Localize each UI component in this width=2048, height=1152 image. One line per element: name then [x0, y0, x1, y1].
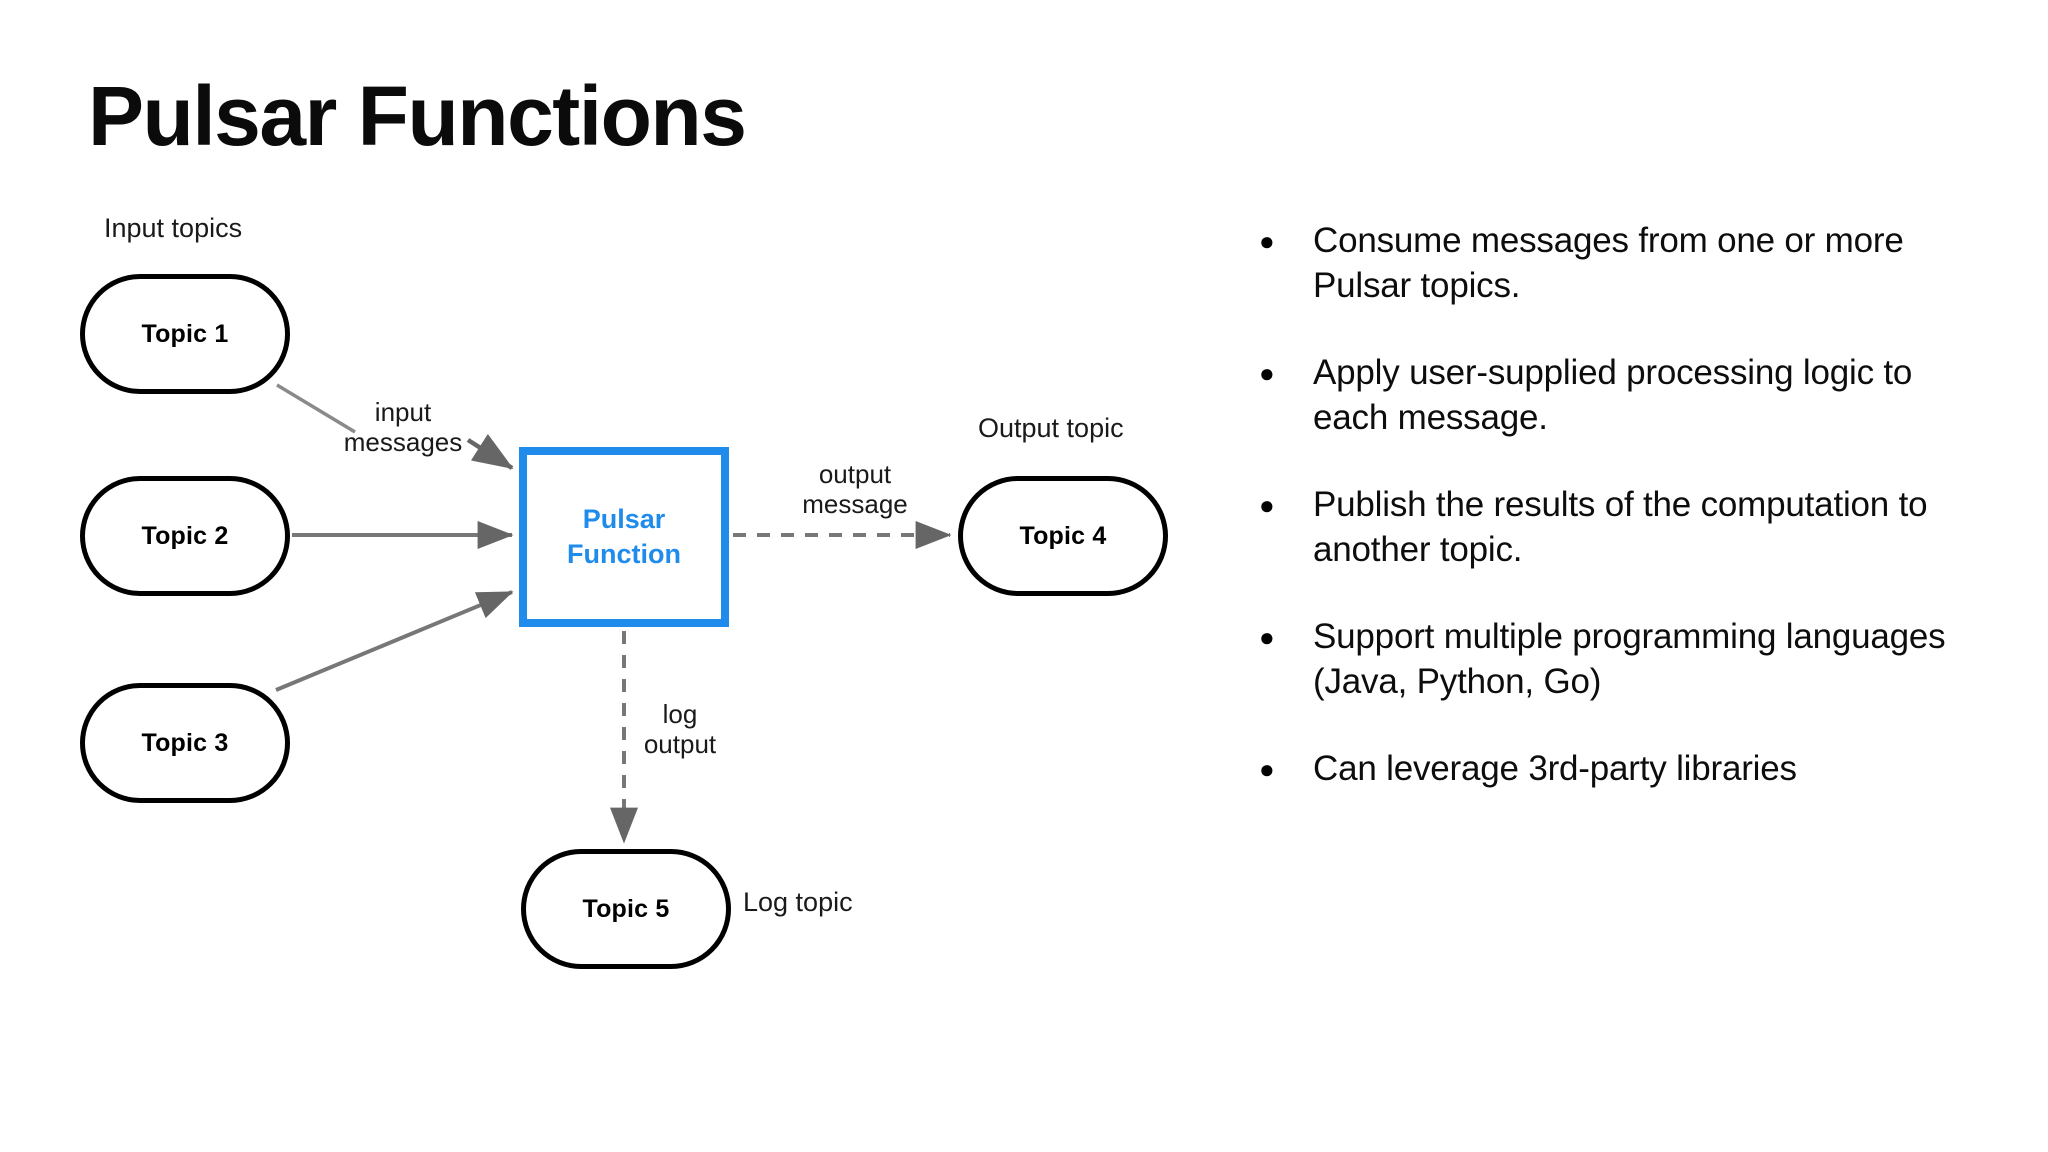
input-messages-edge-label: input messages: [343, 397, 463, 457]
list-item-text: Apply user-supplied processing logic to …: [1313, 353, 1913, 437]
list-item: ● Consume messages from one or more Puls…: [1245, 218, 1985, 308]
list-item-text: Consume messages from one or more Pulsar…: [1313, 221, 1904, 305]
log-output-edge-label: log output: [643, 699, 717, 759]
node-pulsar-function-label: Pulsar Function: [567, 504, 681, 569]
edge-topic1-to-function-part2: [466, 433, 514, 470]
list-item: ● Support multiple programming languages…: [1245, 614, 1985, 704]
log-topic-label: Log topic: [743, 887, 853, 917]
node-pulsar-function[interactable]: Pulsar Function: [519, 447, 729, 627]
node-topic-4[interactable]: Topic 4: [958, 476, 1168, 596]
feature-bullet-list: ● Consume messages from one or more Puls…: [1245, 218, 1985, 834]
bullet-dot-icon: ●: [1259, 622, 1275, 652]
list-item-text: Support multiple programming languages (…: [1313, 617, 1946, 701]
node-topic-3[interactable]: Topic 3: [80, 683, 290, 803]
bullet-dot-icon: ●: [1259, 358, 1275, 388]
edge-topic3-to-function: [275, 590, 514, 692]
input-topics-label: Input topics: [104, 213, 243, 243]
bullet-dot-icon: ●: [1259, 490, 1275, 520]
output-topic-label: Output topic: [978, 413, 1124, 443]
list-item: ● Apply user-supplied processing logic t…: [1245, 350, 1985, 440]
node-topic-2-label: Topic 2: [141, 521, 229, 550]
node-topic-2[interactable]: Topic 2: [80, 476, 290, 596]
bullet-dot-icon: ●: [1259, 226, 1275, 256]
node-topic-3-label: Topic 3: [141, 728, 229, 757]
node-topic-5-label: Topic 5: [582, 894, 670, 923]
list-item: ● Publish the results of the computation…: [1245, 482, 1985, 572]
list-item: ● Can leverage 3rd-party libraries: [1245, 746, 1985, 792]
node-topic-4-label: Topic 4: [1019, 521, 1107, 550]
bullet-dot-icon: ●: [1259, 754, 1275, 784]
node-topic-1[interactable]: Topic 1: [80, 274, 290, 394]
list-item-text: Publish the results of the computation t…: [1313, 485, 1928, 569]
node-topic-5[interactable]: Topic 5: [521, 849, 731, 969]
output-message-edge-label: output message: [802, 459, 908, 519]
node-topic-1-label: Topic 1: [141, 319, 229, 348]
page-title: Pulsar Functions: [88, 69, 747, 163]
list-item-text: Can leverage 3rd-party libraries: [1313, 749, 1797, 788]
